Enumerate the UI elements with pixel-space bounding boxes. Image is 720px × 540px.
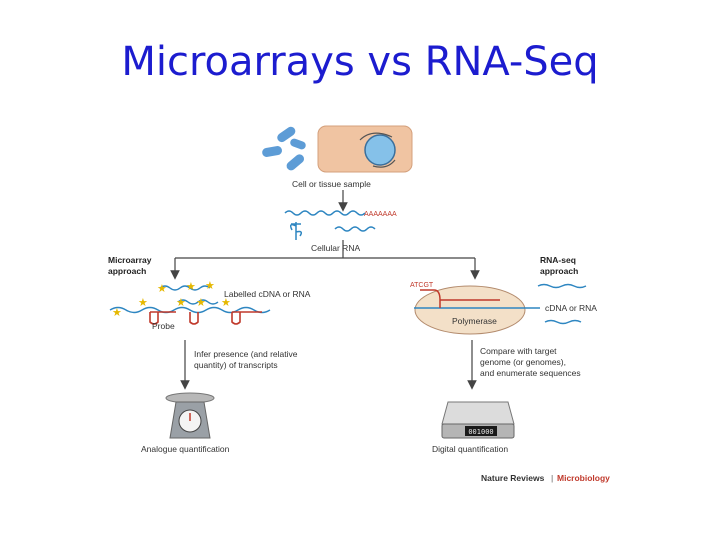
credit-journal: Nature Reviews bbox=[481, 473, 545, 483]
rna-label: Cellular RNA bbox=[311, 243, 360, 253]
svg-text:★: ★ bbox=[196, 297, 206, 309]
cdna-rna-label: cDNA or RNA bbox=[545, 303, 597, 313]
credit-section: Microbiology bbox=[557, 473, 610, 483]
svg-text:★: ★ bbox=[186, 281, 196, 293]
compare-text-line2: genome (or genomes), bbox=[480, 357, 566, 367]
cellular-rna-icon bbox=[284, 210, 376, 240]
cell-icon bbox=[317, 125, 413, 173]
svg-text:★: ★ bbox=[176, 297, 186, 309]
slide-title: Microarrays vs RNA-Seq bbox=[121, 39, 599, 85]
compare-text-line1: Compare with target bbox=[480, 346, 557, 356]
rnaseq-heading-line1: RNA-seq bbox=[540, 255, 576, 265]
probe-array-icon: ★ ★ ★ ★ bbox=[109, 297, 271, 325]
probe-label: Probe bbox=[152, 321, 175, 331]
adapter-label: ATCGT bbox=[410, 282, 434, 289]
digital-label: Digital quantification bbox=[432, 444, 508, 454]
analogue-label: Analogue quantification bbox=[141, 444, 230, 454]
svg-text:★: ★ bbox=[138, 297, 148, 309]
bacteria-icon bbox=[262, 126, 306, 171]
credit-separator: | bbox=[551, 473, 553, 483]
microarray-heading-line2: approach bbox=[108, 266, 146, 276]
svg-text:★: ★ bbox=[112, 307, 122, 319]
labelled-cdna-icon: ★ ★ ★ ★ bbox=[157, 280, 219, 309]
labelled-cdna-label: Labelled cDNA or RNA bbox=[224, 289, 311, 299]
svg-text:★: ★ bbox=[157, 283, 167, 295]
rnaseq-fragments-icon bbox=[537, 283, 587, 325]
cell-label: Cell or tissue sample bbox=[292, 179, 371, 189]
analogue-scale-icon bbox=[165, 392, 215, 439]
infer-text-line1: Infer presence (and relative bbox=[194, 349, 298, 359]
rnaseq-heading-line2: approach bbox=[540, 266, 578, 276]
polya-label: AAAAAAA bbox=[364, 211, 397, 218]
polymerase-icon bbox=[414, 285, 540, 335]
compare-text-line3: and enumerate sequences bbox=[480, 368, 581, 378]
scale-counter: 001000 bbox=[468, 428, 493, 436]
svg-text:★: ★ bbox=[221, 297, 231, 309]
microarray-heading-line1: Microarray bbox=[108, 255, 152, 265]
polymerase-label: Polymerase bbox=[452, 316, 497, 326]
svg-text:★: ★ bbox=[205, 280, 215, 292]
infer-text-line2: quantity) of transcripts bbox=[194, 360, 278, 370]
digital-scale-icon: 001000 bbox=[441, 401, 515, 439]
